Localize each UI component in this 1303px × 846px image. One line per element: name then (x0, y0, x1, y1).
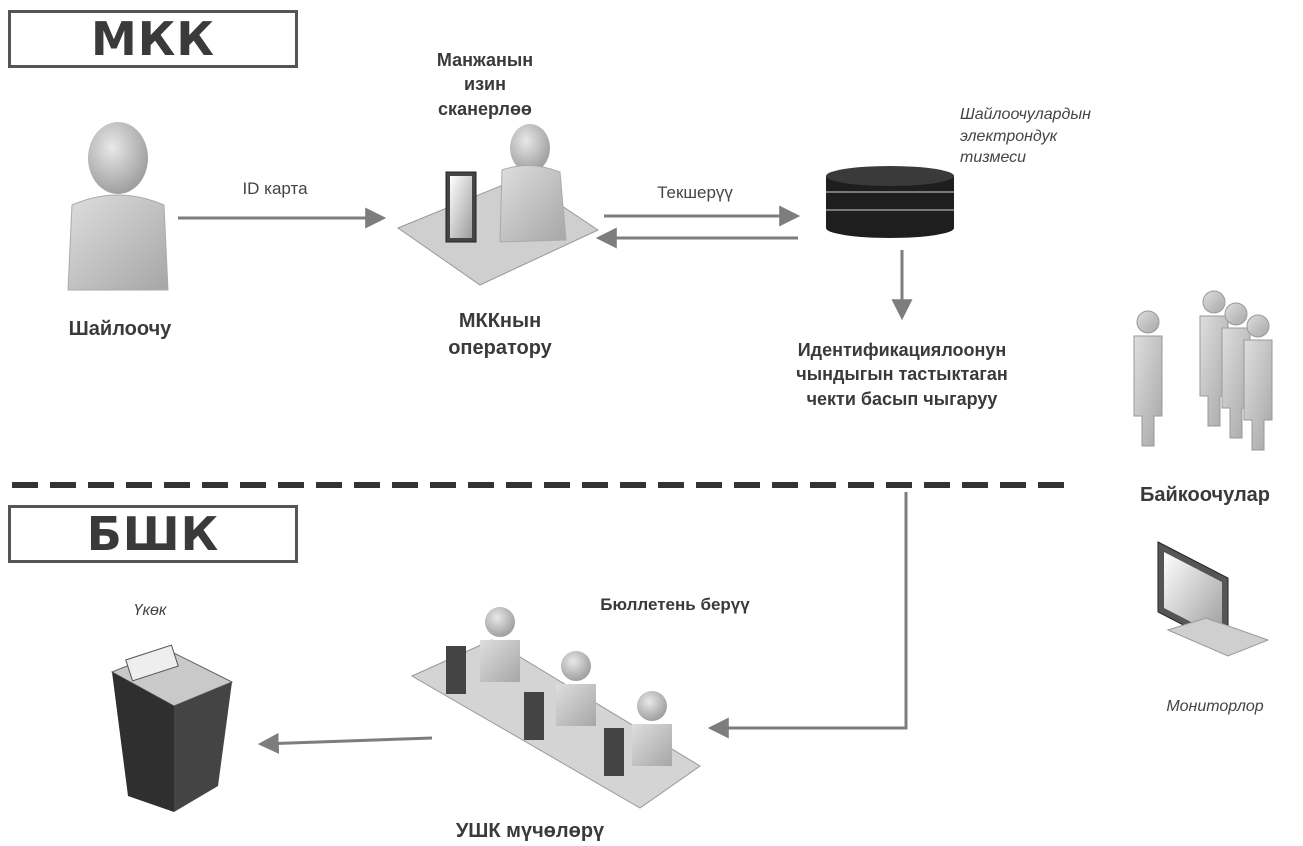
ballot-box-icon (110, 644, 234, 812)
to-ballot-box-arrow (257, 732, 433, 754)
commission-members-label: УШК мүчөлөрү (455, 820, 605, 842)
commission-desks-icon (410, 607, 701, 809)
id-card-edge-label: ID карта (242, 179, 308, 198)
mkk-title-box: МКК (8, 10, 298, 68)
verification-edge-label: Текшерүү (657, 183, 733, 202)
fingerprint-label: Манжанын изин сканерлөө (436, 50, 534, 119)
database-icon (826, 166, 954, 238)
observers-label: Байкоочулар (1140, 484, 1270, 506)
operator-workstation-icon (396, 124, 600, 286)
print-check-label: Идентификациялоонун чындыгын тастыктаган… (796, 340, 1008, 409)
voter-list-label: Шайлоочулардын электрондук тизмеси (960, 106, 1091, 167)
voter-label: Шайлоочу (68, 318, 172, 340)
monitors-label: Мониторлор (1166, 698, 1264, 715)
monitor-icon (1157, 541, 1270, 657)
operator-label: МККнын оператору (448, 310, 552, 359)
observers-icon (1133, 290, 1273, 451)
bshk-title: БШК (86, 507, 220, 561)
ballot-issue-arrow (707, 492, 908, 739)
voter-icon (67, 122, 169, 291)
bshk-title-box: БШК (8, 505, 298, 563)
ballot-box-label: Үкөк (133, 602, 167, 619)
ballot-issue-edge-label: Бюллетень берүү (600, 595, 750, 614)
mkk-title: МКК (91, 12, 215, 66)
